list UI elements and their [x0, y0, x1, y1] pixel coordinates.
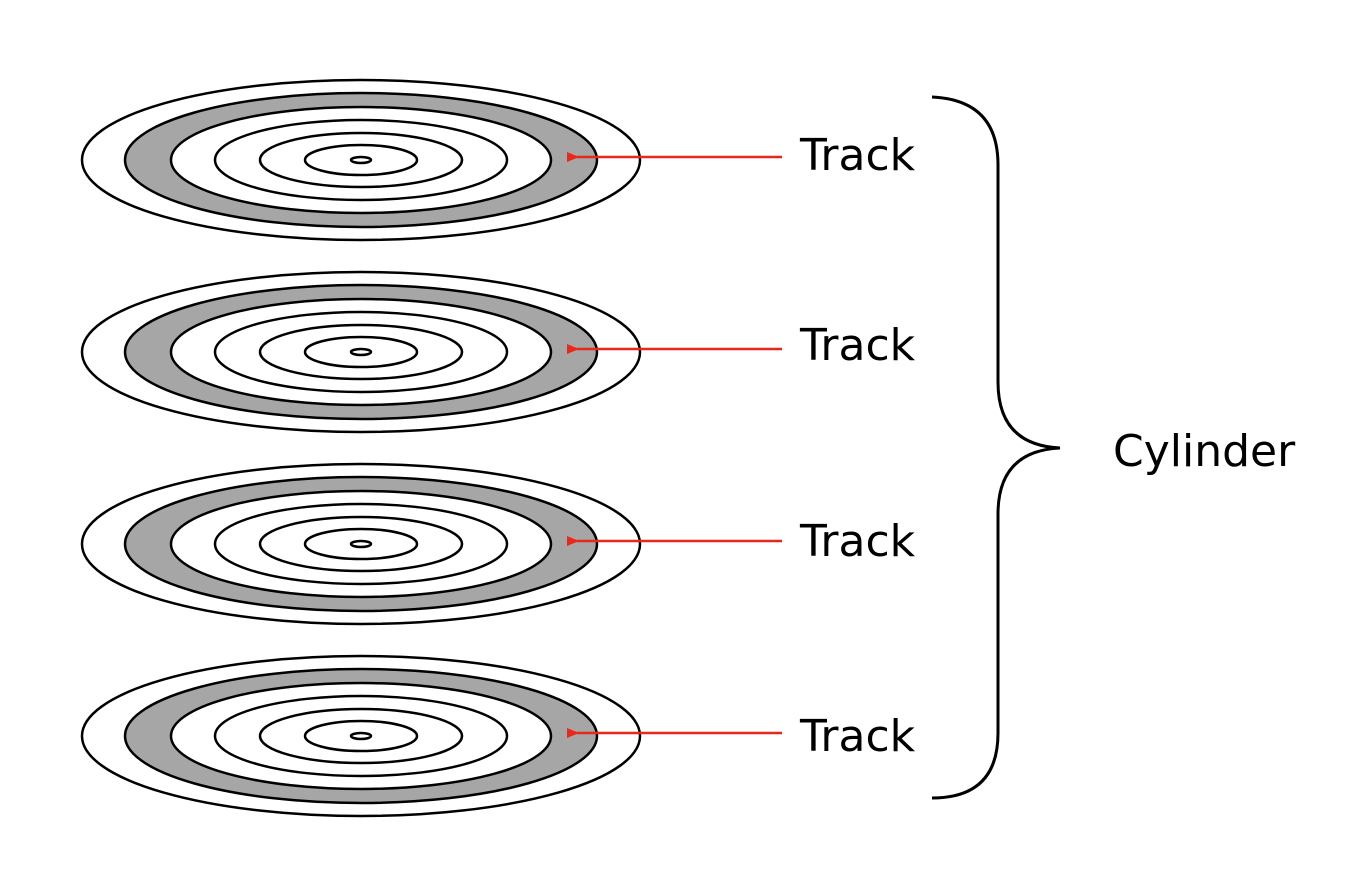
spindle-hole [349, 155, 373, 165]
spindle-hole [349, 539, 373, 549]
platter-4 [80, 654, 782, 818]
spindle-hole [349, 731, 373, 741]
spindle-hole [349, 347, 373, 357]
track-label-2: Track [800, 320, 916, 371]
cylinder-label: Cylinder [1113, 426, 1296, 477]
track-label-3: Track [800, 516, 916, 567]
track-label-4: Track [800, 711, 916, 762]
platter-1 [80, 78, 782, 242]
track-label-1: Track [800, 130, 916, 181]
platter-2 [80, 270, 782, 434]
cylinder-brace [931, 95, 1061, 800]
platter-stack [80, 78, 782, 818]
platter-3 [80, 462, 782, 626]
